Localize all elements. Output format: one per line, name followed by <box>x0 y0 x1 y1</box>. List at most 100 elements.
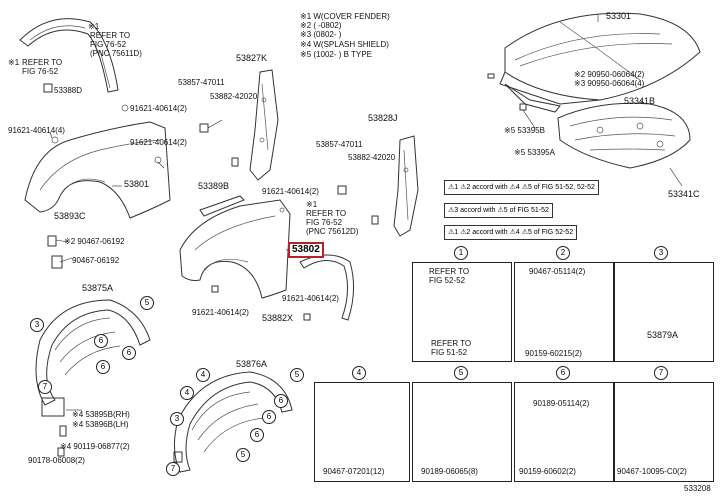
label-90467-a[interactable]: ※2 90467-06192 <box>64 237 125 246</box>
detail-box-3: 53879A <box>614 262 714 362</box>
legend-line-3: ※3 (0802- ) <box>300 30 342 39</box>
label-90950-b[interactable]: ※3 90950-06064(4) <box>574 79 645 88</box>
label-91621-2b[interactable]: 91621-40614(2) <box>130 138 187 147</box>
detail-2-text-1: 90467-05114(2) <box>529 267 586 276</box>
label-53857-b[interactable]: 53857-47011 <box>316 140 363 149</box>
label-90467-b[interactable]: 90467-06192 <box>72 256 120 265</box>
label-90950-a[interactable]: ※2 90950-06064(2) <box>574 70 645 79</box>
ref-note-mid-3: FIG 76-52 <box>306 218 343 227</box>
callout-7-right[interactable]: 7 <box>166 462 180 476</box>
label-53801[interactable]: 53801 <box>124 179 150 189</box>
clip-set-drawing <box>47 235 73 269</box>
callout-5-right[interactable]: 5 <box>290 368 304 382</box>
label-53301[interactable]: 53301 <box>606 11 632 21</box>
ref-note-left-3: FIG 76-52 <box>22 67 59 76</box>
label-91621-br[interactable]: 91621-40614(2) <box>282 294 339 303</box>
detail-1-number[interactable]: 1 <box>454 246 468 260</box>
label-53341c[interactable]: 53341C <box>668 189 700 199</box>
hood-drawing <box>499 12 701 105</box>
detail-box-5: 90189-06065(8) <box>412 382 512 482</box>
detail-1-text-1: REFER TO <box>429 267 470 276</box>
detail-2-number[interactable]: 2 <box>556 246 570 260</box>
label-53388d[interactable]: 53388D <box>54 86 83 95</box>
label-53857-a[interactable]: 53857-47011 <box>178 78 225 87</box>
detail-2-text-2: 90159-60215(2) <box>525 349 582 358</box>
note-box-2: ⚠3 accord with ⚠5 of FIG 51-52 <box>444 203 553 218</box>
fender-left-drawing <box>24 104 171 219</box>
callout-6-left[interactable]: 6 <box>94 334 108 348</box>
ref-note-top-4: (PNC 75611D) <box>90 49 142 58</box>
fender-bracket-left-drawing <box>199 69 279 181</box>
fender-cover-drawing <box>19 18 119 93</box>
label-53828j[interactable]: 53828J <box>368 113 398 123</box>
legend-line-4: ※4 W(SPLASH SHIELD) <box>300 40 389 49</box>
label-91621-top[interactable]: 91621-40614(2) <box>130 104 187 113</box>
callout-7-left[interactable]: 7 <box>38 380 52 394</box>
hood-insulator-drawing <box>557 99 691 187</box>
label-53395a[interactable]: ※5 53395A <box>514 148 555 157</box>
detail-6-text-1: 90189-05114(2) <box>533 399 590 408</box>
label-53395b[interactable]: ※5 53395B <box>504 126 545 135</box>
label-53882x[interactable]: 53882X <box>262 313 294 323</box>
note-box-1: ⚠1 ⚠2 accord with ⚠4 ⚠5 of FIG 51-52, 52… <box>444 180 599 195</box>
fender-right-drawing <box>179 199 296 299</box>
label-90178[interactable]: 90178-06008(2) <box>28 456 85 465</box>
detail-box-2: 90467-05114(2) 90159-60215(2) <box>514 262 614 362</box>
label-53802-highlight[interactable]: 53802 <box>288 242 324 258</box>
detail-1-text-3: REFER TO <box>431 339 472 348</box>
legend-line-5: ※5 (1002- ) B TYPE <box>300 50 372 59</box>
fender-bracket-right-drawing <box>337 135 419 237</box>
label-53876a[interactable]: 53876A <box>236 359 268 369</box>
callout-3-right[interactable]: 3 <box>170 412 184 426</box>
label-53896b[interactable]: ※4 53896B(LH) <box>72 420 129 429</box>
callout-6-left-c[interactable]: 6 <box>96 360 110 374</box>
ref-note-mid-1: ※1 <box>306 200 318 209</box>
hood-clips <box>487 73 561 129</box>
callout-4-right-b[interactable]: 4 <box>180 386 194 400</box>
legend-line-1: ※1 W(COVER FENDER) <box>300 12 390 21</box>
detail-3-number[interactable]: 3 <box>654 246 668 260</box>
wheel-liner-left-drawing <box>35 299 151 457</box>
figure-id: 533208 <box>684 484 711 493</box>
detail-7-number[interactable]: 7 <box>654 366 668 380</box>
wheel-arch-molding-drawing <box>299 254 354 321</box>
ref-note-top-3: FIG 76-52 <box>90 40 127 49</box>
label-91621-bl[interactable]: 91621-40614(2) <box>192 308 249 317</box>
label-90119[interactable]: ※4 90119-06877(2) <box>60 442 130 451</box>
callout-5-right-b[interactable]: 5 <box>236 448 250 462</box>
detail-6-text-2: 90159-60602(2) <box>519 467 576 476</box>
label-53895b[interactable]: ※4 53895B(RH) <box>72 410 130 419</box>
detail-6-number[interactable]: 6 <box>556 366 570 380</box>
detail-1-text-4: FIG 51-52 <box>431 348 468 357</box>
label-53893c[interactable]: 53893C <box>54 211 86 221</box>
detail-5-text-1: 90189-06065(8) <box>421 467 478 476</box>
label-91621-4[interactable]: 91621-40614(4) <box>8 126 65 135</box>
label-53341b[interactable]: 53341B <box>624 96 656 106</box>
detail-box-7: 90467-10095-C0(2) <box>614 382 714 482</box>
ref-note-top-1: ※1 <box>88 22 100 31</box>
detail-5-number[interactable]: 5 <box>454 366 468 380</box>
callout-6-right-b[interactable]: 6 <box>262 410 276 424</box>
detail-7-text-1: 90467-10095-C0(2) <box>617 467 687 476</box>
label-53389b[interactable]: 53389B <box>198 181 230 191</box>
callout-6-right[interactable]: 6 <box>274 394 288 408</box>
label-53827k[interactable]: 53827K <box>236 53 268 63</box>
label-53875a[interactable]: 53875A <box>82 283 114 293</box>
label-53882-b[interactable]: 53882-42020 <box>348 153 396 162</box>
note-box-3: ⚠1 ⚠2 accord with ⚠4 ⚠5 of FIG 52-52 <box>444 225 578 240</box>
callout-3-left[interactable]: 3 <box>30 318 44 332</box>
callout-6-right-c[interactable]: 6 <box>250 428 264 442</box>
callout-5-left[interactable]: 5 <box>140 296 154 310</box>
ref-note-left-2: REFER TO <box>22 58 63 67</box>
ref-note-top-2: REFER TO <box>90 31 131 40</box>
label-53882-a[interactable]: 53882-42020 <box>210 92 258 101</box>
label-91621-mid[interactable]: 91621-40614(2) <box>262 187 319 196</box>
callout-4-right[interactable]: 4 <box>196 368 210 382</box>
ref-note-mid-4: (PNC 75612D) <box>306 227 359 236</box>
legend-line-2: ※2 ( -0802) <box>300 21 342 30</box>
detail-4-number[interactable]: 4 <box>352 366 366 380</box>
wheel-liner-right-drawing <box>173 371 293 473</box>
callout-6-left-b[interactable]: 6 <box>122 346 136 360</box>
detail-1-text-2: FIG 52-52 <box>429 276 466 285</box>
